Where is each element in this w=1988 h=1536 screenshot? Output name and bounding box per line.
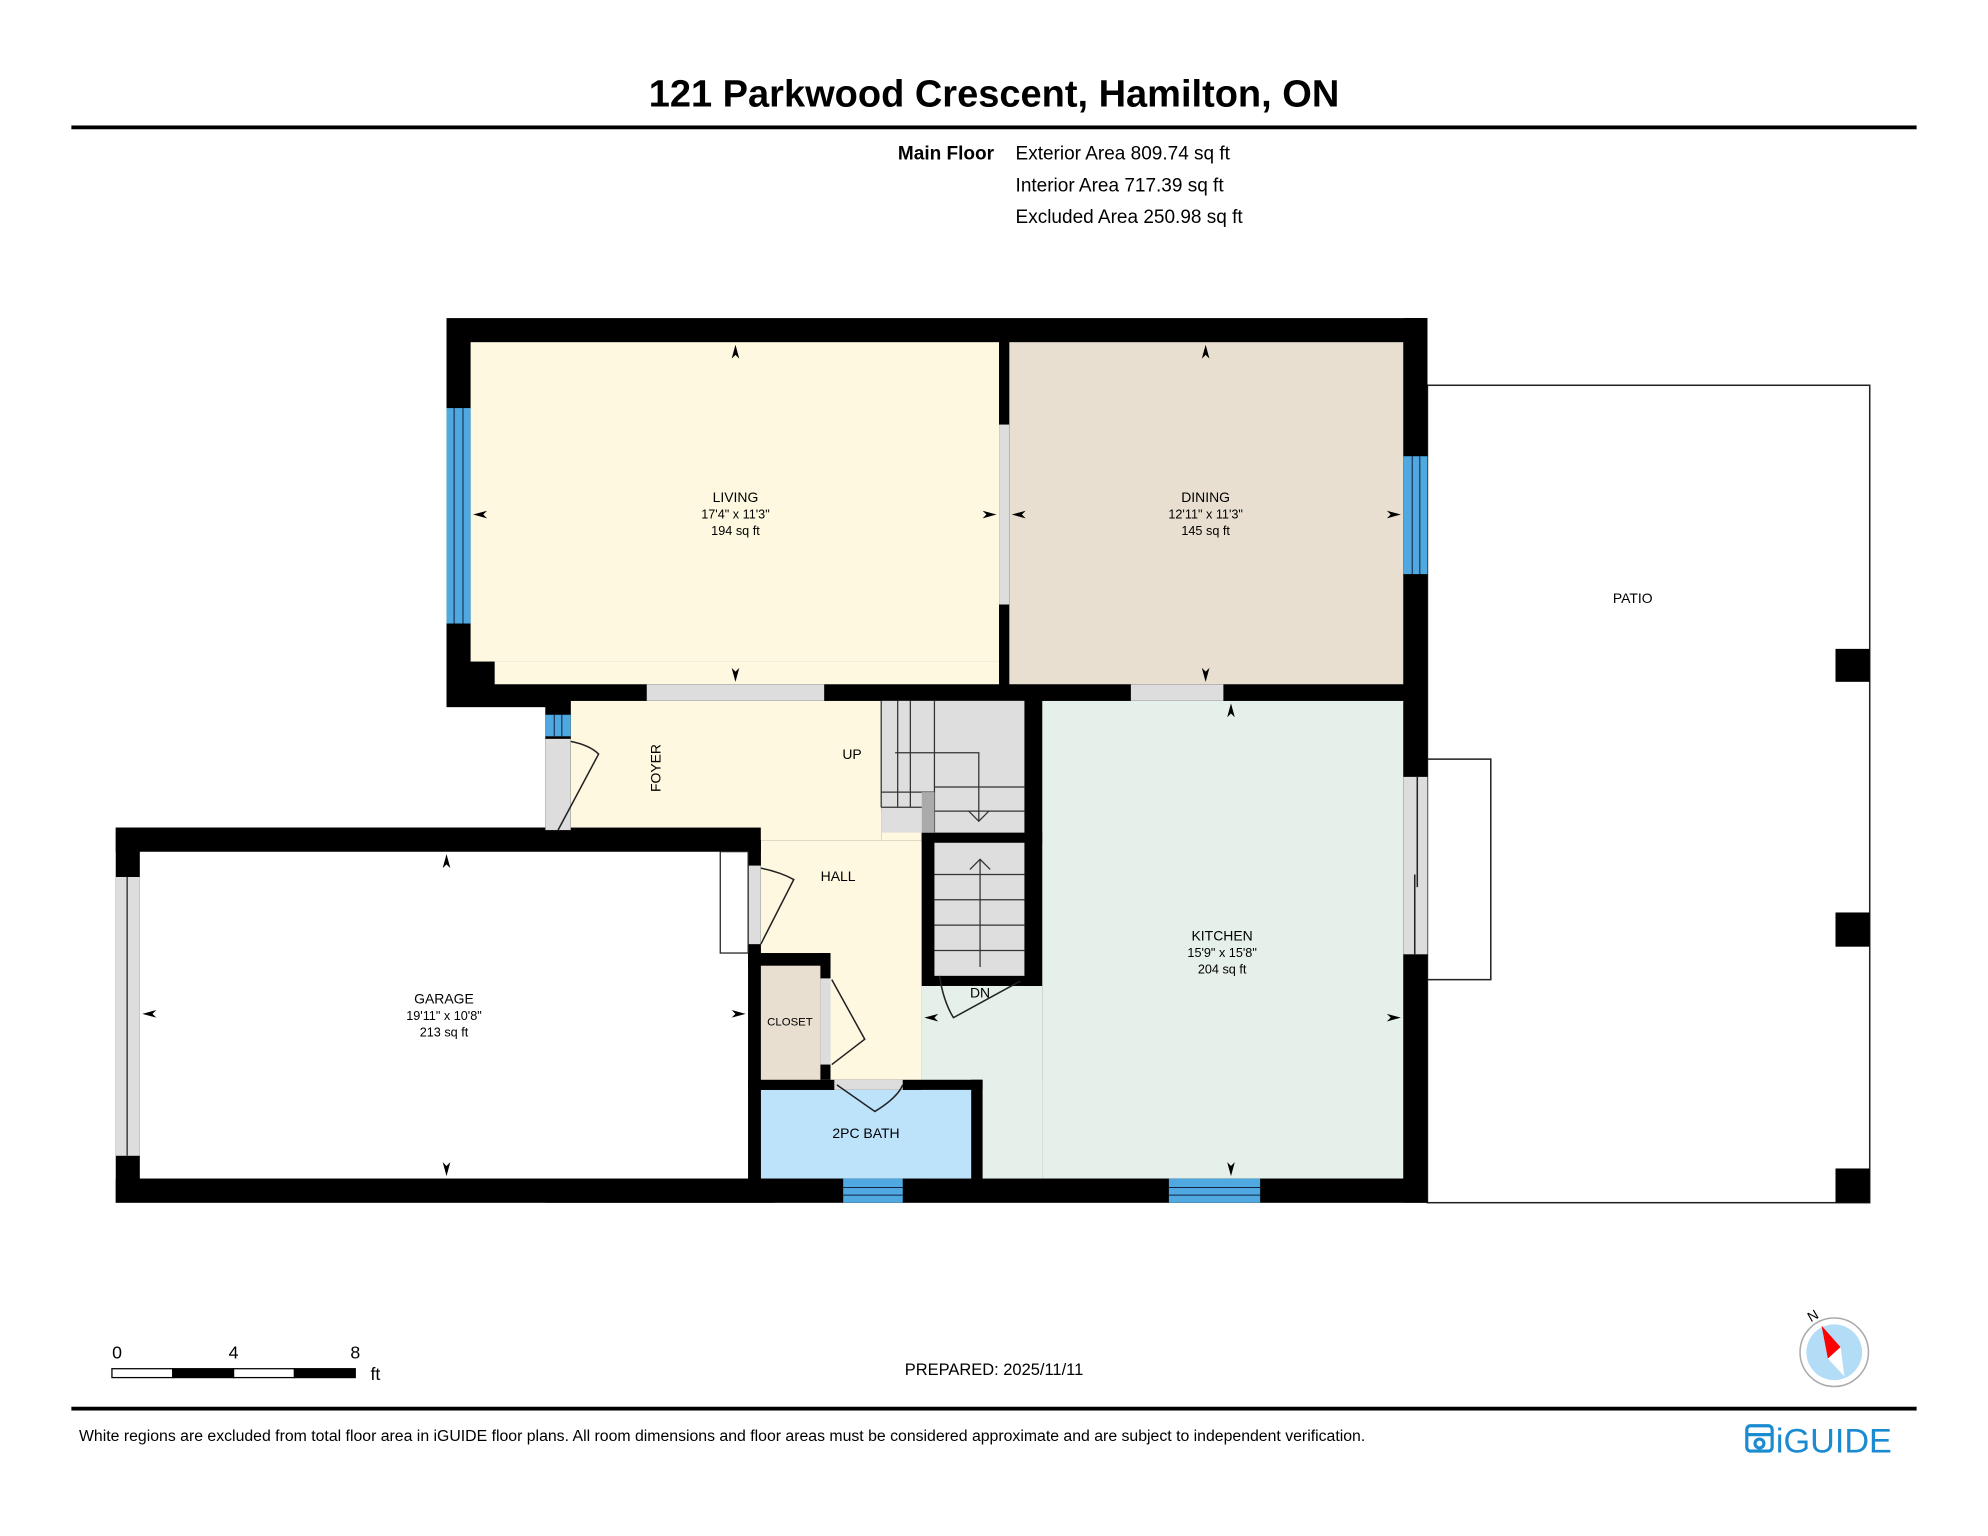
window-dining <box>1403 456 1428 575</box>
prepared-date: PREPARED: 2025/11/11 <box>905 1361 1084 1379</box>
door-swings <box>557 740 904 1113</box>
scale-tick: 4 <box>229 1343 239 1363</box>
brand-name: iGUIDE <box>1776 1422 1892 1460</box>
room-name: LIVING <box>713 489 759 505</box>
room-label-garage: GARAGE 19'11" x 10'8" 213 sq ft <box>406 991 482 1040</box>
room-foyer <box>570 700 882 841</box>
window-bath <box>843 1178 903 1203</box>
room-name: DINING <box>1181 489 1230 505</box>
exterior-area: Exterior Area 809.74 sq ft <box>1016 144 1231 165</box>
page-title: 121 Parkwood Crescent, Hamilton, ON <box>649 73 1340 115</box>
basement-door-swing <box>938 975 1021 1019</box>
room-area: 194 sq ft <box>711 524 760 538</box>
compass-icon: N <box>1799 1306 1870 1388</box>
patio-post <box>1835 648 1870 682</box>
room-label-hall: HALL <box>821 868 856 884</box>
patio: PATIO <box>1426 384 1871 1204</box>
room-closet <box>760 965 821 1080</box>
room-kitchen-ext2 <box>982 1079 1043 1179</box>
scale-tick: 8 <box>350 1343 360 1363</box>
window-living <box>446 408 471 624</box>
floor-label: Main Floor <box>898 144 995 165</box>
room-label-closet: CLOSET <box>767 1016 813 1028</box>
iguide-logo: iGUIDE <box>1745 1422 1892 1460</box>
room-kitchen-ext3 <box>921 985 983 1080</box>
disclaimer: White regions are excluded from total fl… <box>79 1428 1365 1445</box>
room-area: 145 sq ft <box>1181 524 1230 538</box>
staircase: UP DN <box>842 700 1025 1019</box>
windows <box>446 408 1428 1203</box>
room-label-kitchen: KITCHEN 15'9" x 15'8" 204 sq ft <box>1187 927 1256 976</box>
room-dims: 15'9" x 15'8" <box>1187 946 1256 960</box>
room-label-bath: 2PC BATH <box>832 1125 899 1141</box>
room-label-foyer: FOYER <box>648 744 664 792</box>
room-dims: 17'4" x 11'3" <box>701 507 769 521</box>
room-living-notch <box>494 661 1000 685</box>
window-foyer <box>545 714 571 737</box>
room-area: 204 sq ft <box>1198 962 1247 976</box>
room-label-living: LIVING 17'4" x 11'3" 194 sq ft <box>701 489 769 538</box>
patio-label: PATIO <box>1613 590 1653 606</box>
scale-bar: 0 4 8 ft <box>111 1343 380 1384</box>
stairs-down-label: DN <box>970 984 990 1000</box>
dimension-markers <box>142 344 1401 1177</box>
patio-post <box>1835 912 1870 947</box>
room-name: GARAGE <box>414 991 474 1007</box>
scale-tick: 0 <box>112 1343 122 1363</box>
footer-rule <box>71 1406 1917 1411</box>
stairs-up-label: UP <box>842 746 861 762</box>
room-dims: 19'11" x 10'8" <box>406 1009 482 1023</box>
iguide-logo-icon <box>1745 1424 1774 1453</box>
header-rule <box>71 125 1917 130</box>
room-dims: 12'11" x 11'3" <box>1168 507 1243 521</box>
patio-post <box>1835 1168 1870 1203</box>
room-name: KITCHEN <box>1192 927 1253 943</box>
room-dining <box>1009 342 1404 685</box>
patio-step <box>1426 758 1492 981</box>
interior-area: Interior Area 717.39 sq ft <box>1016 175 1225 196</box>
room-area: 213 sq ft <box>420 1026 469 1040</box>
room-living <box>470 342 1000 662</box>
scale-unit: ft <box>370 1364 380 1384</box>
room-label-dining: DINING 12'11" x 11'3" 145 sq ft <box>1168 489 1243 538</box>
room-garage <box>139 851 749 1179</box>
window-kitchen <box>1168 1178 1261 1203</box>
excluded-area: Excluded Area 250.98 sq ft <box>1016 207 1244 228</box>
room-kitchen <box>1042 700 1404 1179</box>
